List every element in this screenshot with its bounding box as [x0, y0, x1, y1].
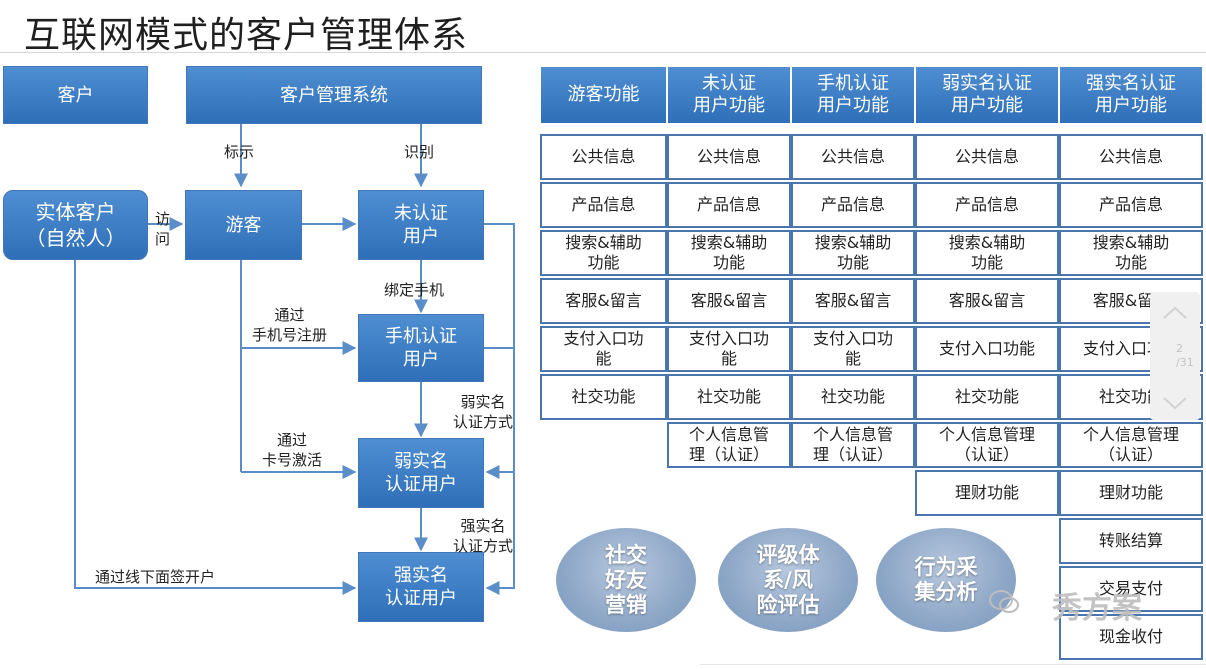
cell-visitor-3: 客服&留言 — [540, 278, 667, 324]
bubble-rating-risk: 评级体 系/风 险评估 — [718, 528, 858, 632]
label-via-card: 通过 卡号激活 — [262, 431, 323, 469]
cell-unverified-5: 社交功能 — [667, 374, 791, 420]
cell-weak-2: 搜索&辅助 功能 — [915, 230, 1059, 276]
cell-weak-4: 支付入口功能 — [915, 326, 1059, 372]
cell-visitor-5: 社交功能 — [540, 374, 667, 420]
cell-strong-2: 搜索&辅助 功能 — [1059, 230, 1203, 276]
cell-weak-5: 社交功能 — [915, 374, 1059, 420]
bottom-divider — [700, 664, 1206, 665]
cell-weak-3: 客服&留言 — [915, 278, 1059, 324]
cell-unverified-0: 公共信息 — [667, 134, 791, 180]
cell-unverified-3: 客服&留言 — [667, 278, 791, 324]
customer-box: 客户 — [3, 66, 148, 124]
cell-phone-6: 个人信息管 理（认证） — [791, 422, 915, 468]
cell-strong-8: 转账结算 — [1059, 518, 1203, 564]
label-identify: 识别 — [404, 143, 435, 161]
arrow-offline — [74, 260, 357, 595]
chevron-up-icon[interactable] — [1150, 298, 1200, 328]
cell-phone-5: 社交功能 — [791, 374, 915, 420]
title-divider — [0, 52, 1206, 53]
cell-visitor-1: 产品信息 — [540, 182, 667, 228]
loop-strong-method — [484, 223, 515, 595]
slide-pager[interactable] — [1150, 292, 1200, 420]
cell-strong-6: 个人信息管理 （认证） — [1059, 422, 1203, 468]
cell-visitor-2: 搜索&辅助 功能 — [540, 230, 667, 276]
label-via-phone-reg: 通过 手机号注册 — [252, 306, 328, 344]
label-offline: 通过线下面签开户 — [95, 568, 216, 586]
header-weak-functions: 弱实名认证 用户功能 — [915, 66, 1059, 124]
cell-strong-0: 公共信息 — [1059, 134, 1203, 180]
weak-user-box: 弱实名 认证用户 — [358, 438, 484, 508]
cell-visitor-4: 支付入口功 能 — [540, 326, 667, 372]
bubble-behavior-analysis: 行为采 集分析 — [876, 528, 1016, 632]
bubble-social-marketing: 社交 好友 营销 — [556, 528, 696, 632]
cell-phone-2: 搜索&辅助 功能 — [791, 230, 915, 276]
cell-phone-4: 支付入口功 能 — [791, 326, 915, 372]
cell-unverified-6: 个人信息管 理（认证） — [667, 422, 791, 468]
cell-strong-1: 产品信息 — [1059, 182, 1203, 228]
cell-weak-6: 个人信息管理 （认证） — [915, 422, 1059, 468]
page-title: 互联网模式的客户管理体系 — [24, 15, 469, 56]
cell-strong-10: 现金收付 — [1059, 614, 1203, 660]
pager-number: 2 /31 — [1176, 342, 1194, 369]
label-strong-method: 强实名 认证方式 — [453, 517, 514, 555]
cell-weak-1: 产品信息 — [915, 182, 1059, 228]
cell-unverified-2: 搜索&辅助 功能 — [667, 230, 791, 276]
unverified-user-box: 未认证 用户 — [358, 190, 484, 260]
system-box: 客户管理系统 — [186, 66, 482, 124]
visitor-box: 游客 — [185, 190, 302, 260]
cell-phone-1: 产品信息 — [791, 182, 915, 228]
cell-phone-3: 客服&留言 — [791, 278, 915, 324]
cell-strong-9: 交易支付 — [1059, 566, 1203, 612]
wechat-icon — [989, 590, 1019, 613]
cell-phone-0: 公共信息 — [791, 134, 915, 180]
entity-customer-box: 实体客户 （自然人） — [3, 190, 148, 260]
chevron-down-icon[interactable] — [1150, 388, 1200, 418]
cell-unverified-4: 支付入口功 能 — [667, 326, 791, 372]
label-weak-method: 弱实名 认证方式 — [453, 393, 514, 431]
header-unverified-functions: 未认证 用户功能 — [667, 66, 791, 124]
header-strong-functions: 强实名认证 用户功能 — [1059, 66, 1203, 124]
phone-user-box: 手机认证 用户 — [358, 314, 484, 382]
header-phone-functions: 手机认证 用户功能 — [791, 66, 915, 124]
cell-visitor-0: 公共信息 — [540, 134, 667, 180]
label-visit: 访 问 — [155, 210, 171, 248]
header-visitor-functions: 游客功能 — [540, 66, 667, 124]
cell-strong-7: 理财功能 — [1059, 470, 1203, 516]
label-mark: 标示 — [224, 143, 255, 161]
label-bind-phone: 绑定手机 — [384, 281, 445, 299]
cell-weak-0: 公共信息 — [915, 134, 1059, 180]
cell-unverified-1: 产品信息 — [667, 182, 791, 228]
strong-user-box: 强实名 认证用户 — [358, 552, 484, 622]
watermark-text: 秀方案 — [1052, 591, 1142, 626]
cell-weak-7: 理财功能 — [915, 470, 1059, 516]
